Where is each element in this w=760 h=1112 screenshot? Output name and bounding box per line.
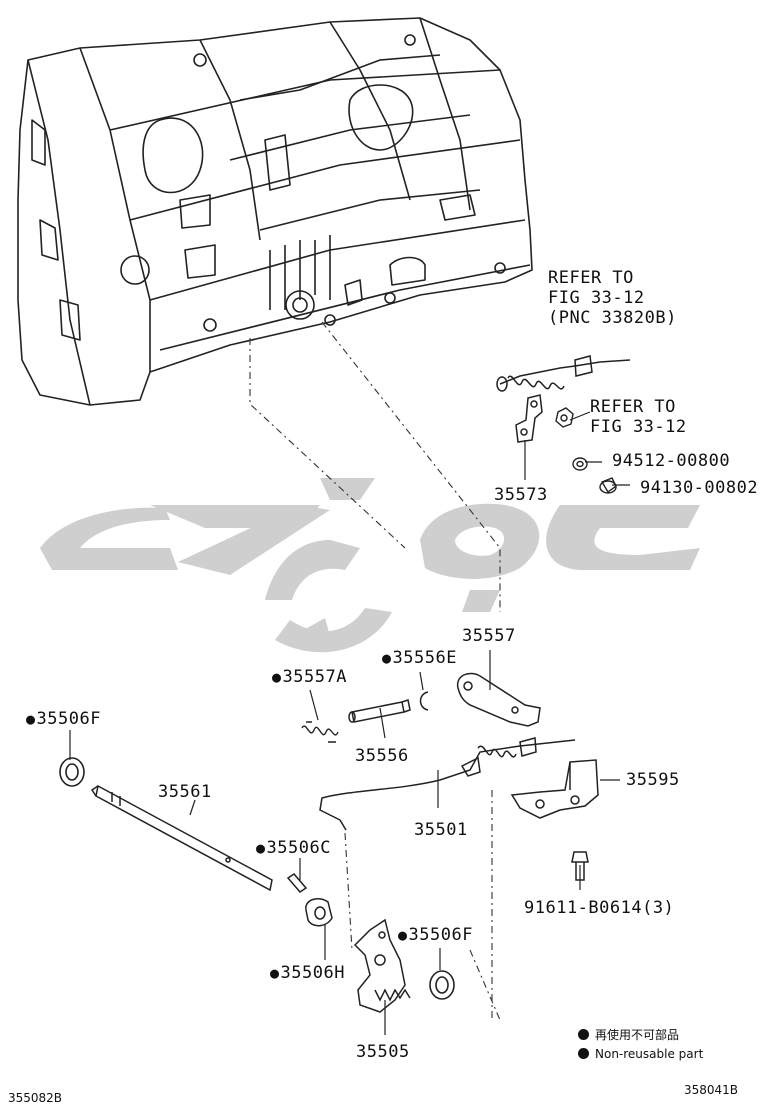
part-label-35595: 35595 [626,770,680,790]
part-label-35557: 35557 [462,626,516,646]
legend-non-reusable-jp: 再使用不可部品 [578,1027,679,1043]
refer-note-line2: FIG 33-12 [548,288,645,308]
legend-non-reusable-en: Non-reusable part [578,1046,703,1062]
legend-text-en: Non-reusable part [595,1047,704,1061]
part-leaders [69,411,630,1035]
detent-lever-35505 [353,918,411,1013]
seal-35506f-right [429,970,455,1000]
cable-35501 [319,737,576,831]
clip-35556e [419,691,429,711]
shift-cable-upper [496,355,631,392]
refer-note-line2: FIG 33-12 [590,417,687,437]
refer-note-cable: REFER TO FIG 33-12 (PNC 33820B) [548,268,677,328]
bracket-35573 [515,394,543,443]
part-label-35506c: 35506C [256,838,331,858]
refer-note-line1: REFER TO [548,268,634,288]
footer-code-left: 355082B [8,1091,63,1105]
part-label-35573: 35573 [494,485,548,505]
part-label-35556: 35556 [355,746,409,766]
leader-lines [249,321,501,1021]
non-reusable-dot-icon [578,1048,589,1059]
refer-note-line1: REFER TO [590,397,676,417]
shaft-35561 [90,784,273,892]
part-label-91611-b0614: 91611-B0614(3) [524,898,675,918]
footer-code-right: 358041B [684,1083,739,1097]
part-label-35506f-left: 35506F [26,709,101,729]
non-reusable-dot-icon [578,1029,589,1040]
pin-35556 [348,699,411,723]
part-label-35506f-right: 35506F [398,925,473,945]
seal-35506f-left [59,757,85,787]
part-label-94130-00802: 94130-00802 [640,478,759,498]
nut-icon [555,407,574,428]
refer-note-line3: (PNC 33820B) [548,308,677,328]
flange-nut-icon [599,477,617,494]
collar-35506h [305,898,333,927]
lever-35557 [456,672,541,727]
transmission-assembly [17,17,533,406]
refer-note-nut: REFER TO FIG 33-12 [590,397,687,437]
part-label-35561: 35561 [158,782,212,802]
watermark-logo [40,478,700,653]
legend-text-jp: 再使用不可部品 [595,1028,680,1042]
part-label-35506h: 35506H [270,963,345,983]
bracket-35595 [510,759,599,819]
part-label-35556e: 35556E [382,648,457,668]
washer-icon [572,457,588,471]
spring-35557a [301,721,339,743]
part-label-35505: 35505 [356,1042,410,1062]
part-label-35501: 35501 [414,820,468,840]
part-label-35557a: 35557A [272,667,347,687]
pin-35506c [286,873,308,893]
part-label-94512-00800: 94512-00800 [612,451,731,471]
bolt-91611 [571,851,589,881]
